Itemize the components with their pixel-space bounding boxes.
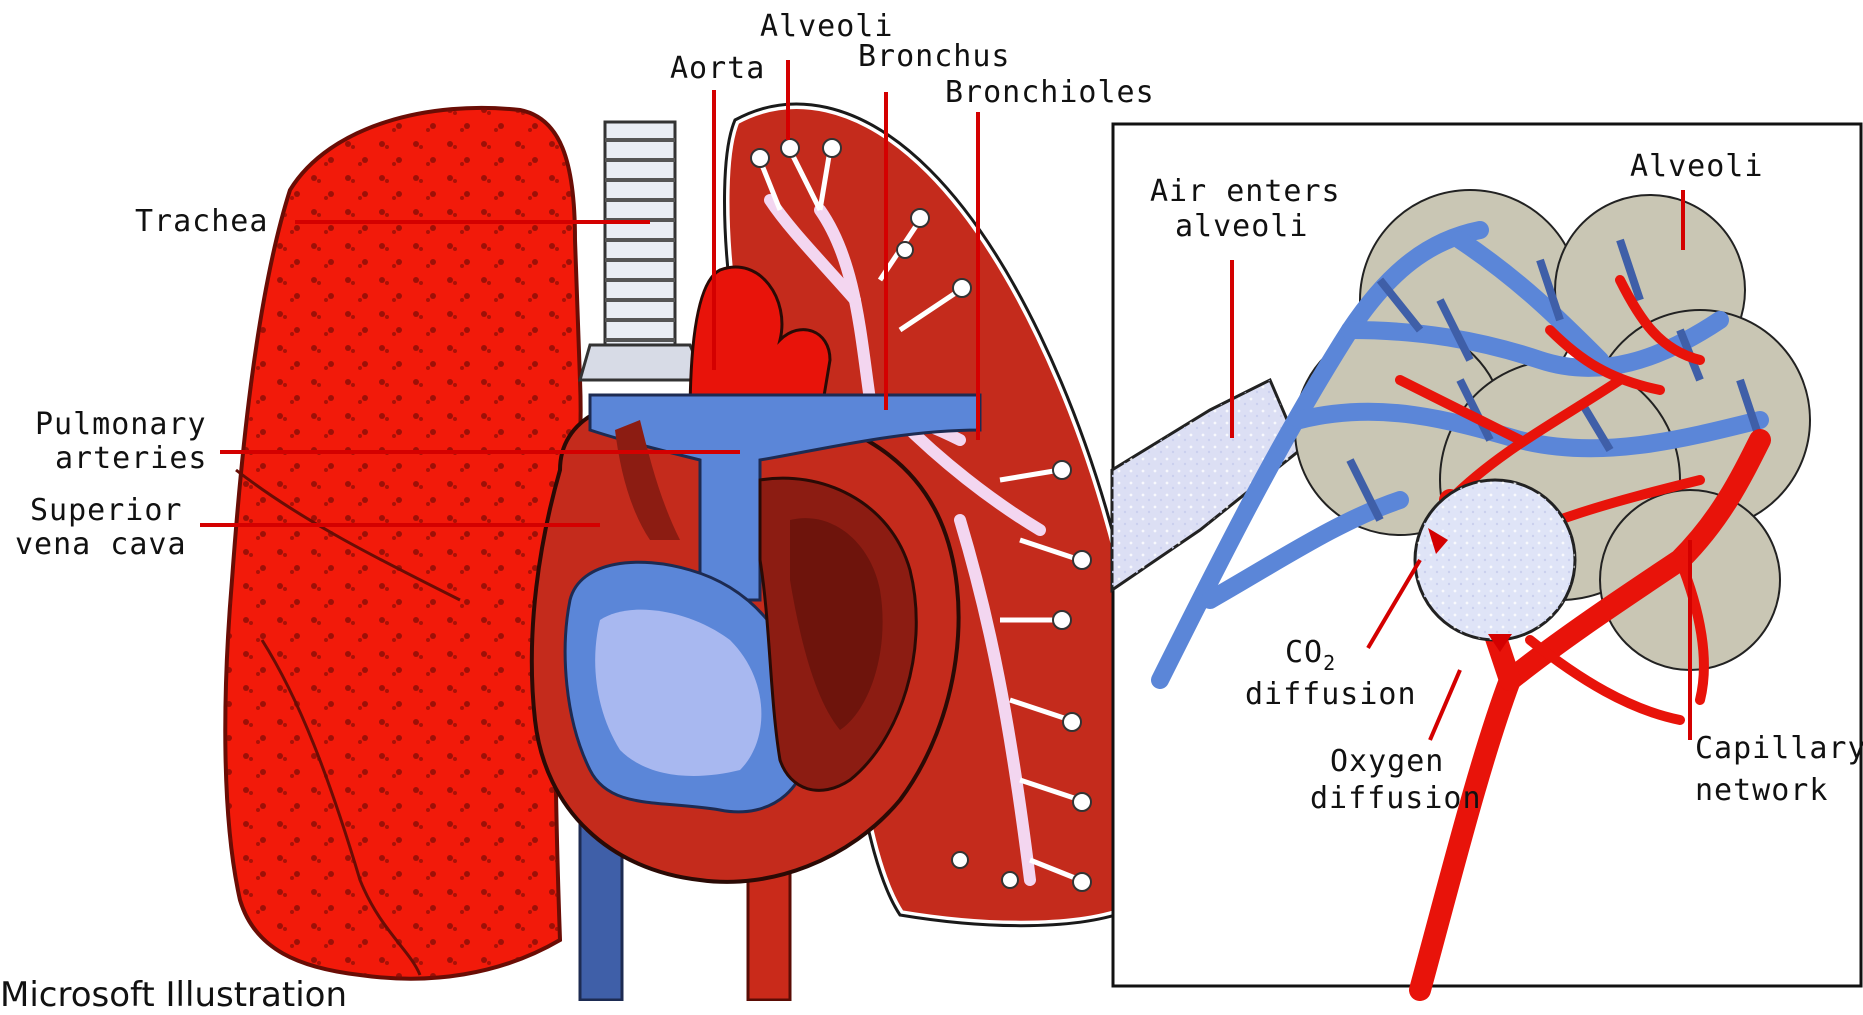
- label-co2-diffusion: diffusion: [1245, 678, 1417, 712]
- label-alveoli-inset: Alveoli: [1630, 150, 1763, 184]
- label-capillary-2: network: [1695, 774, 1828, 808]
- label-co2-base: CO: [1285, 635, 1323, 670]
- label-aorta: Aorta: [670, 52, 765, 86]
- label-pulmonary-arteries-2: arteries: [55, 442, 208, 476]
- label-pulmonary-arteries-1: Pulmonary: [35, 408, 207, 442]
- label-air-enters-2: alveoli: [1175, 210, 1308, 244]
- label-oxygen-1: Oxygen: [1330, 745, 1444, 779]
- label-air-enters-1: Air enters: [1150, 175, 1341, 209]
- label-co2-sub: 2: [1323, 651, 1336, 675]
- credit-text: Microsoft Illustration: [0, 975, 347, 1015]
- label-co2: CO2: [1285, 636, 1336, 680]
- label-oxygen-2: diffusion: [1310, 782, 1482, 816]
- label-trachea: Trachea: [135, 205, 268, 239]
- label-bronchus: Bronchus: [858, 40, 1011, 74]
- label-superior-vena-cava-2: vena cava: [15, 528, 187, 562]
- label-superior-vena-cava-1: Superior: [30, 494, 183, 528]
- label-capillary-1: Capillary: [1695, 732, 1863, 766]
- trachea: [580, 122, 705, 380]
- label-bronchioles: Bronchioles: [945, 76, 1155, 110]
- left-lung: [225, 108, 580, 979]
